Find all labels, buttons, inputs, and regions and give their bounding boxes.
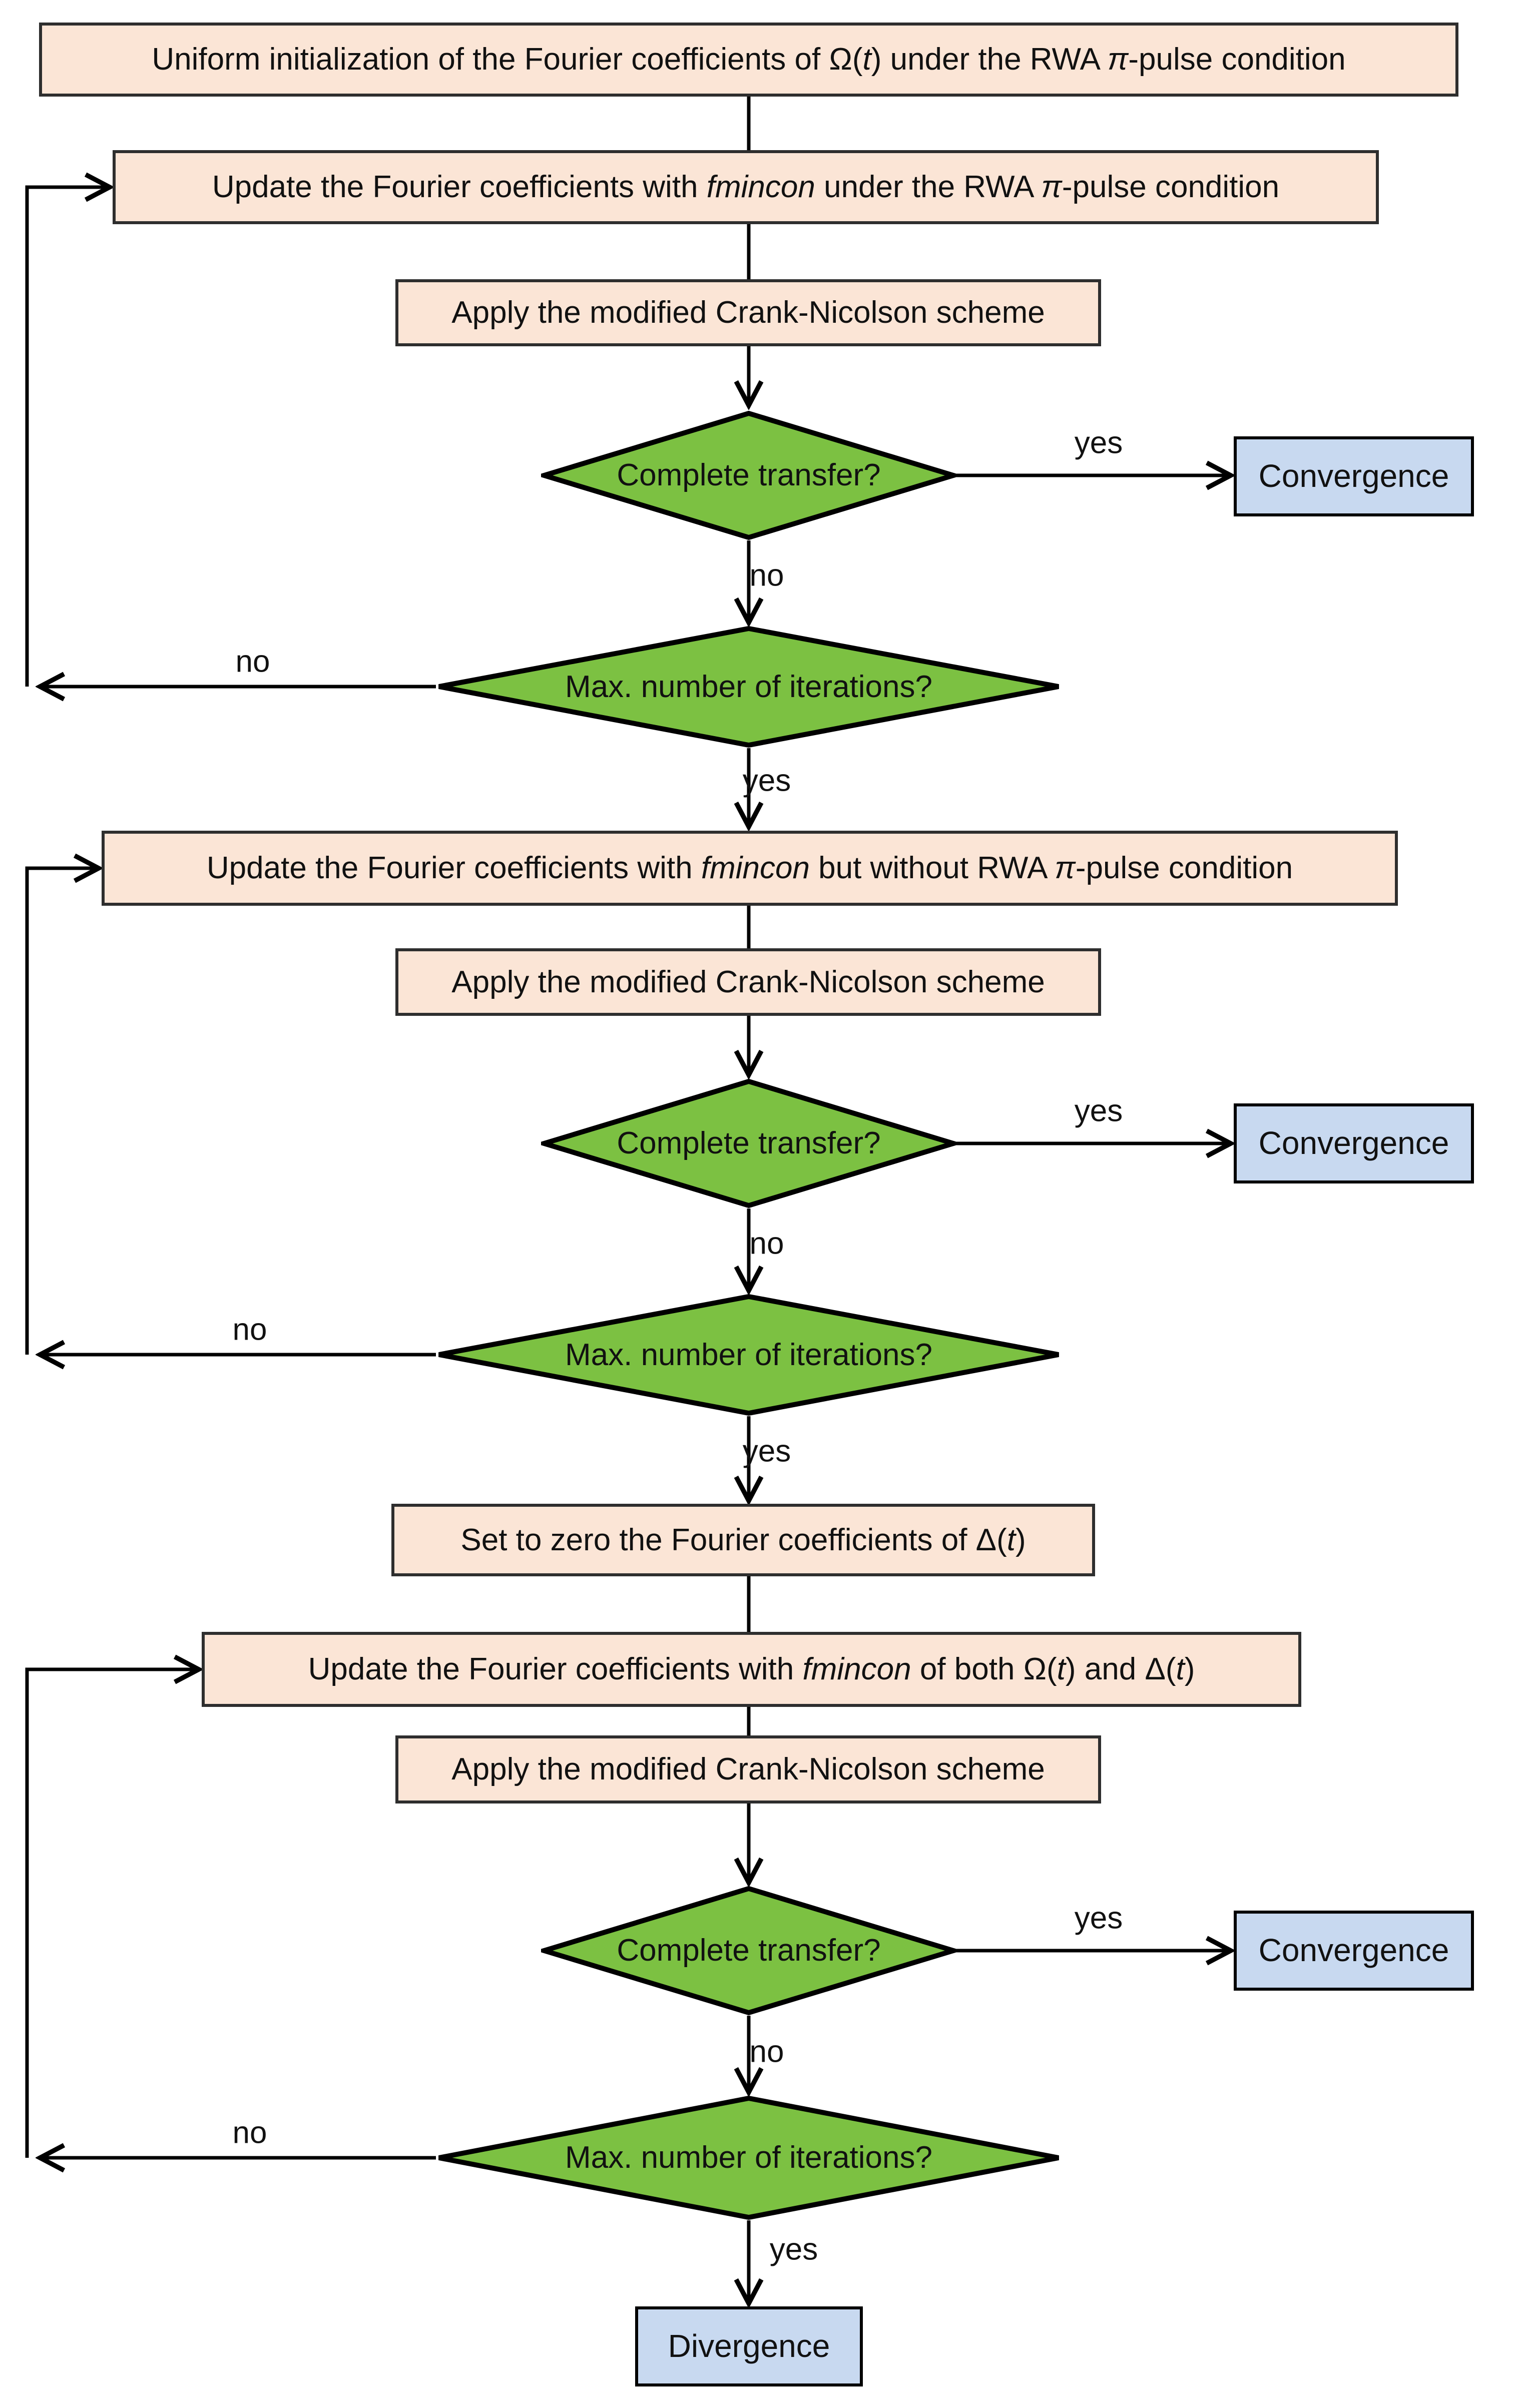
node-complete-transfer-1: Complete transfer? [541,410,956,540]
node-set-zero: Set to zero the Fourier coefficients of … [391,1504,1095,1576]
label-yes-2: yes [1074,1093,1123,1128]
diamond-shape [438,626,1059,748]
node-update-rwa: Update the Fourier coefficients with fmi… [113,150,1379,224]
node-complete-transfer-3: Complete transfer? [541,1886,956,2016]
node-crank-1-label: Apply the modified Crank-Nicolson scheme [451,295,1045,330]
diamond-shape [438,2095,1059,2220]
node-convergence-1-label: Convergence [1258,458,1449,494]
node-max-iterations-3: Max. number of iterations? [436,2095,1062,2220]
edge-loop3-to-update3 [25,1669,199,2158]
label-no-3-loop: no [232,2115,267,2150]
diamond-shape [541,410,956,540]
node-update-no-rwa: Update the Fourier coefficients with fmi… [102,831,1398,906]
node-max-iterations-1-label: Max. number of iterations? [565,669,932,704]
node-max-iterations-3-label: Max. number of iterations? [565,2140,932,2175]
label-no-1: no [749,558,784,593]
label-no-2: no [749,1226,784,1261]
node-set-zero-label: Set to zero the Fourier coefficients of … [460,1522,1026,1557]
label-yes-3b: yes [769,2232,818,2267]
node-complete-transfer-2: Complete transfer? [541,1078,956,1209]
label-no-1-loop: no [235,644,270,679]
label-no-3: no [749,2034,784,2069]
node-update-both-label: Update the Fourier coefficients with fmi… [308,1652,1195,1687]
node-update-both: Update the Fourier coefficients with fmi… [202,1632,1301,1707]
node-crank-3: Apply the modified Crank-Nicolson scheme [395,1735,1101,1803]
label-yes-1: yes [1074,425,1123,460]
node-update-rwa-label: Update the Fourier coefficients with fmi… [212,170,1280,205]
label-yes-1b: yes [742,763,791,798]
node-init-label: Uniform initialization of the Fourier co… [152,42,1346,77]
node-divergence: Divergence [635,2306,863,2386]
node-convergence-2: Convergence [1234,1103,1474,1183]
node-update-no-rwa-label: Update the Fourier coefficients with fmi… [206,851,1293,886]
node-max-iterations-2: Max. number of iterations? [436,1294,1062,1416]
node-convergence-1: Convergence [1234,436,1474,516]
diamond-shape [541,1078,956,1209]
edge-loop2-to-update2 [25,868,99,1355]
node-convergence-3-label: Convergence [1258,1932,1449,1969]
node-complete-transfer-3-label: Complete transfer? [617,1933,881,1968]
label-yes-3: yes [1074,1901,1123,1936]
diamond-shape [438,1294,1059,1416]
node-crank-3-label: Apply the modified Crank-Nicolson scheme [451,1752,1045,1787]
node-crank-2-label: Apply the modified Crank-Nicolson scheme [451,964,1045,999]
label-no-2-loop: no [232,1312,267,1347]
node-complete-transfer-1-label: Complete transfer? [617,458,881,493]
node-crank-1: Apply the modified Crank-Nicolson scheme [395,279,1101,346]
diamond-shape [541,1886,956,2016]
node-max-iterations-2-label: Max. number of iterations? [565,1337,932,1372]
node-convergence-3: Convergence [1234,1911,1474,1991]
node-divergence-label: Divergence [668,2328,830,2364]
label-yes-2b: yes [742,1434,791,1469]
node-convergence-2-label: Convergence [1258,1125,1449,1161]
node-max-iterations-1: Max. number of iterations? [436,626,1062,748]
node-crank-2: Apply the modified Crank-Nicolson scheme [395,948,1101,1016]
node-complete-transfer-2-label: Complete transfer? [617,1126,881,1161]
edge-loop1-to-update1 [25,187,110,687]
node-init: Uniform initialization of the Fourier co… [39,23,1458,97]
